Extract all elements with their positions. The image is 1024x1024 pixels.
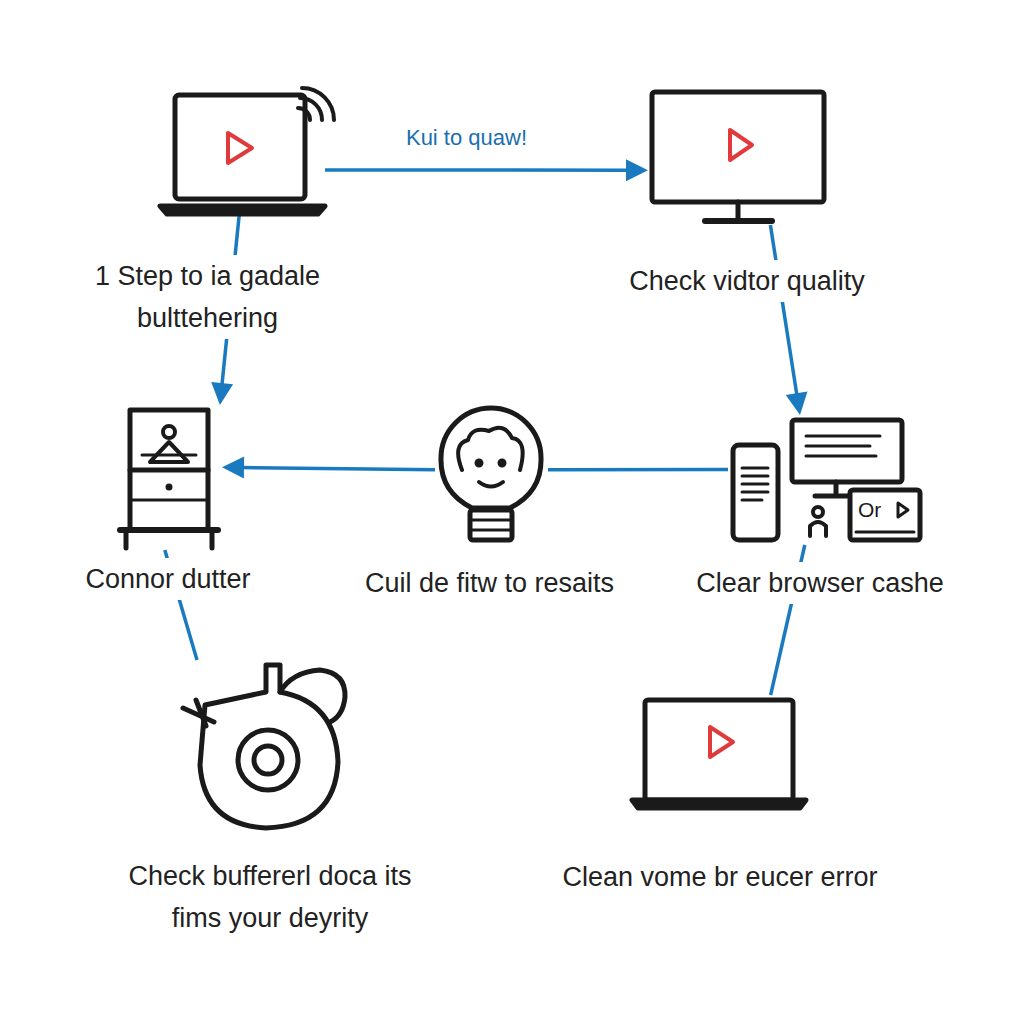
monitor-icon [652, 92, 824, 221]
kiosk-node: Connor dutter [118, 405, 222, 550]
idea-node: Cuil de fitw to resaits [435, 408, 548, 545]
flow-arrow [770, 225, 807, 415]
flow-arrow [548, 469, 728, 470]
step-caption: Cuil de fitw to resaits [361, 562, 618, 604]
devices-node: Clear browser cashe [728, 415, 920, 545]
step-caption: 1 Step to ia gadale bulttehering [58, 255, 358, 339]
step-caption: Clean vome br eucer error [558, 856, 881, 898]
step-caption: Check vidtor quality [625, 260, 869, 302]
camera-node: Check buffererl doca its fims your deyri… [180, 660, 350, 830]
screen-label: Or [858, 498, 881, 522]
lightbulb-icon [441, 408, 541, 540]
flow-arrow [325, 159, 648, 181]
step-caption: Check buffererl doca its fims your deyri… [98, 855, 443, 939]
devices-icon [733, 420, 920, 540]
camera-icon [183, 665, 345, 828]
kiosk-icon [120, 410, 218, 548]
step-caption: Connor dutter [81, 558, 254, 600]
step-caption: Clear browser cashe [692, 562, 948, 604]
edge-label: Kui to quaw! [402, 124, 531, 152]
laptop-icon [160, 88, 334, 214]
laptop-node: Clean vome br eucer error [630, 695, 808, 810]
laptop-icon [632, 700, 806, 808]
laptop-node: 1 Step to ia gadale bulttehering [160, 90, 325, 215]
flow-arrow [222, 457, 435, 479]
monitor-node: Check vidtor quality [648, 88, 828, 225]
